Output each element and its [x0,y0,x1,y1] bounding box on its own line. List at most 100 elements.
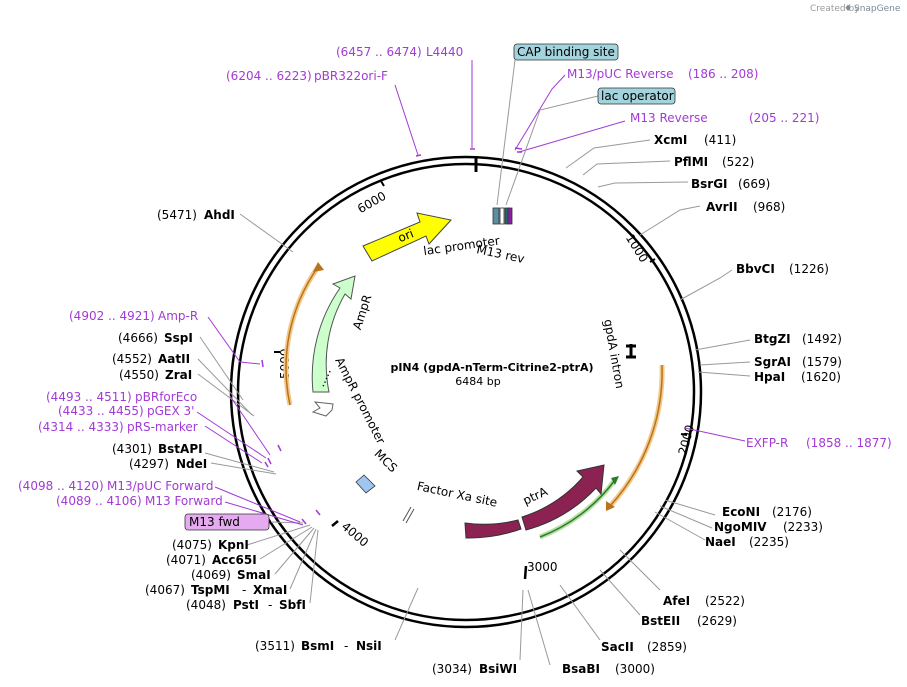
left-leader-lines [197,213,319,604]
ampr-feature[interactable] [311,275,356,393]
bsmi-nsii-separator: - [344,639,348,653]
enzyme-ahdi: AhdI [204,208,235,222]
factor-xa-label: Factor Xa site [416,479,499,510]
ampr-primer-track [285,266,319,406]
primer-pgex3-pos: (4433 .. 4455) [58,404,144,418]
citrine-arrowhead [611,476,619,485]
enzyme-ndei: NdeI [176,457,207,471]
ampr-label: AmpR [350,293,374,331]
primer-m13-reverse-pos: (205 .. 221) [749,111,819,125]
enzyme-kpni: KpnI [218,538,249,552]
enzyme-bsmi-pos: (3511) [255,639,295,653]
ptra-feature-b[interactable] [521,464,605,531]
primer-m13-puc-forward: M13/pUC Forward [107,479,214,493]
enzyme-bsabi-pos: (3000) [615,662,655,676]
left-labels: (5471) AhdI (4902 .. 4921) Amp-R (4666) … [18,208,306,612]
enzyme-bsiwi: BsiWI [479,662,517,676]
ori-feature[interactable] [362,212,452,262]
enzyme-xmai: XmaI [253,583,287,597]
enzyme-bsrgi: BsrGI [691,177,728,191]
cap-binding-box[interactable] [513,43,619,61]
enzyme-psti-pos: (4048) [186,598,226,612]
enzyme-hpai: HpaI [754,370,785,384]
primer-m13-forward: M13 Forward [145,494,223,508]
primer-amp-r-pos: (4902 .. 4921) [69,309,155,323]
enzyme-smai-pos: (4069) [191,568,231,582]
enzyme-smai: SmaI [237,568,271,582]
enzyme-sspi: SspI [164,331,193,345]
enzyme-avrii: AvrII [706,200,738,214]
gpda-intron-label: gpdA intron [601,318,627,390]
right-labels: XcmI (411) PflMI (522) BsrGI (669) AvrII… [601,133,892,654]
enzyme-bbvci-pos: (1226) [789,262,829,276]
left-primer-marks [261,359,321,525]
enzyme-ahdi-pos: (5471) [157,208,197,222]
lac-promoter-mark [499,207,505,225]
enzyme-tspmi: TspMI [191,583,230,597]
m13-rev-label: M13 rev [475,242,525,266]
enzyme-sacii-pos: (2859) [647,640,687,654]
enzyme-btgzi: BtgZI [754,332,791,346]
ampr-promoter-arrow[interactable] [311,401,334,417]
m13-fwd-box[interactable] [184,513,270,531]
snapgene-brand: SnapGene [854,4,901,14]
primer-pbrforeco-pos: (4493 .. 4511) [46,390,132,404]
enzyme-tspmi-pos: (4067) [145,583,185,597]
exfp-track [609,364,663,507]
enzyme-bsrgi-pos: (669) [738,177,770,191]
enzyme-zrai-pos: (4550) [119,368,159,382]
mcs-mark [355,474,376,494]
primer-m13-puc-reverse-pos: (186 .. 208) [688,67,758,81]
enzyme-bsabi: BsaBI [562,662,600,676]
enzyme-econi: EcoNI [722,505,760,519]
enzyme-bstapi-pos: (4301) [112,442,152,456]
plasmid-name: pIN4 (gpdA-nTerm-Citrine2-ptrA) [390,361,593,374]
primer-amp-r: Amp-R [158,309,198,323]
tick-3000 [523,565,528,580]
citrine-track [539,479,616,538]
enzyme-bstapi: BstAPI [158,442,203,456]
primer-pbrforeco: pBRforEco [135,390,197,404]
primer-exfp-r-pos: (1858 .. 1877) [806,436,892,450]
enzyme-ngomiv-pos: (2233) [783,520,823,534]
enzyme-kpni-pos: (4075) [172,538,212,552]
tick-label-4000: 4000 [339,519,371,549]
primer-exfp-r: EXFP-R [746,436,788,450]
enzyme-nsii: NsiI [356,639,382,653]
plasmid-size: 6484 bp [455,375,500,388]
lac-operator-label: lac operator [601,89,674,103]
cap-site-mark [492,207,500,225]
enzyme-acc65i: Acc65I [212,553,257,567]
enzyme-bbvci: BbvCI [736,262,775,276]
cap-binding-label: CAP binding site [517,45,615,59]
ptra-feature-a[interactable] [464,519,522,539]
ptra-label: ptrA [521,484,551,508]
enzyme-bsteii-pos: (2629) [697,614,737,628]
enzyme-sgrai-pos: (1579) [802,355,842,369]
enzyme-pflmi: PflMI [674,155,708,169]
enzyme-econi-pos: (2176) [772,505,812,519]
primer-pbr322ori-f: pBR322ori-F [314,69,388,83]
enzyme-sgrai: SgrAI [754,355,791,369]
tick-6000 [380,180,385,187]
tick-2000 [680,433,688,436]
left-primer-leaders [196,316,304,526]
tick-label-3000: 3000 [527,560,558,574]
enzyme-pflmi-pos: (522) [722,155,754,169]
mcs-label: MCS [372,447,401,476]
tick-marks [274,180,688,580]
primer-prs-marker-pos: (4314 .. 4333) [38,420,124,434]
tick-1000 [649,258,656,263]
enzyme-sbfi: SbfI [279,598,306,612]
top-primer-leaders [394,60,626,156]
enzyme-btgzi-pos: (1492) [802,332,842,346]
primer-pgex3: pGEX 3' [147,404,194,418]
enzyme-sspi-pos: (4666) [118,331,158,345]
enzyme-zrai: ZraI [165,368,192,382]
right-leader-lines [394,139,751,666]
ori-label: ori [396,226,416,245]
created-by-text: Created by [810,4,860,14]
primer-m13-reverse: M13 Reverse [630,111,708,125]
lac-operator-box[interactable] [597,87,676,105]
